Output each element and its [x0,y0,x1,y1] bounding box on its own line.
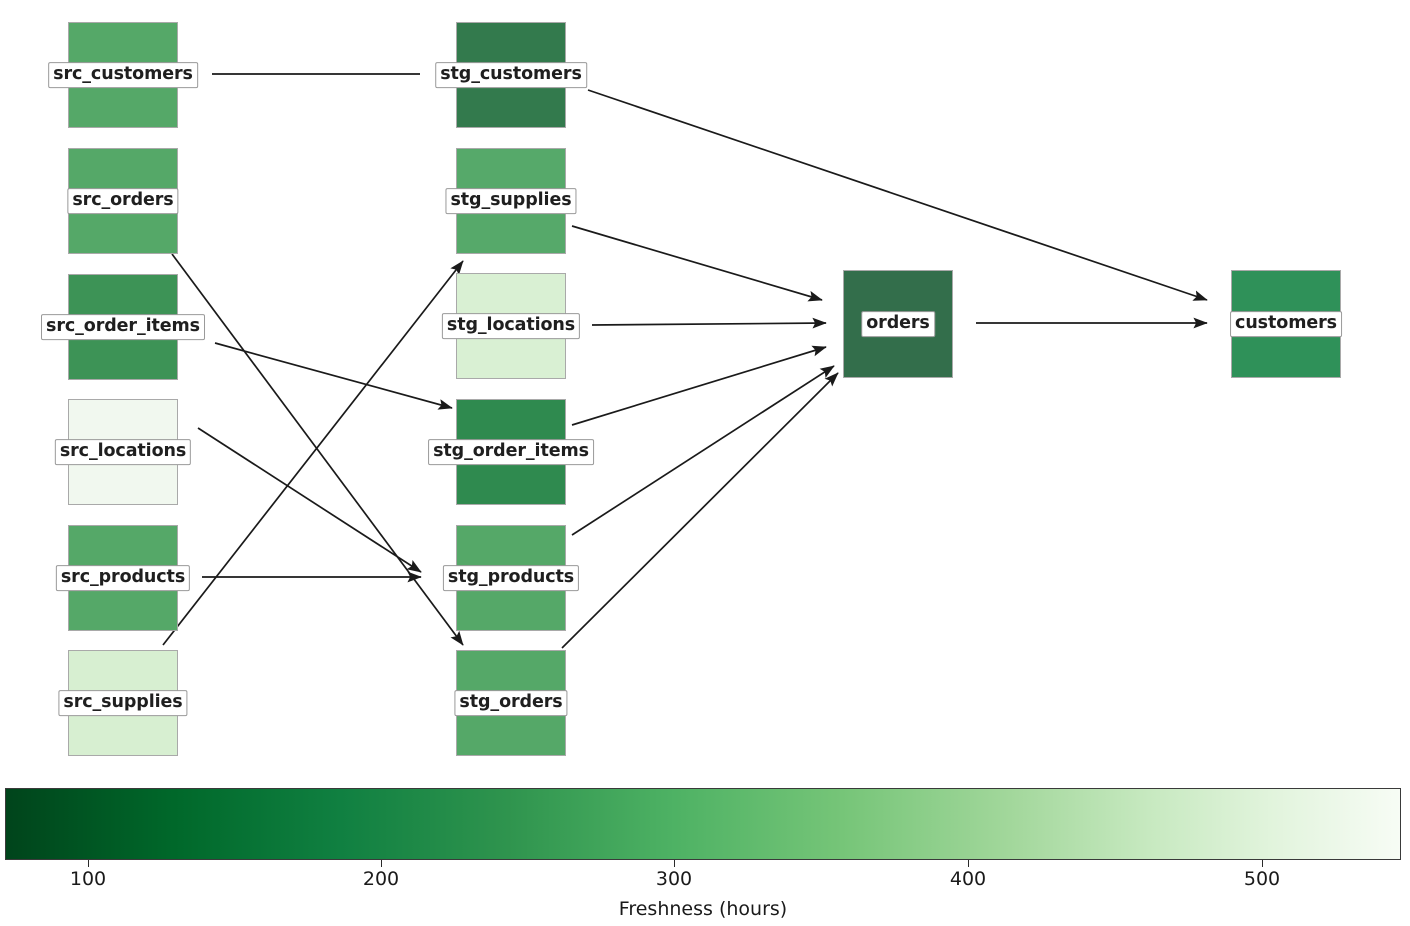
node-label-src_products: src_products [55,565,191,591]
edge-src_locations-stg_products [197,427,422,573]
colorbar-ticklabel-200: 200 [362,868,400,890]
colorbar-tick-100 [88,860,89,867]
node-label-src_customers: src_customers [48,62,198,88]
edge-stg_products-orders [571,365,835,536]
node-label-stg_supplies: stg_supplies [445,188,577,214]
edge-stg_supplies-orders [571,225,823,302]
edge-stg_locations-orders [591,317,827,329]
colorbar-ticklabel-300: 300 [655,868,693,890]
node-label-customers: customers [1230,311,1342,337]
edge-stg_orders-orders [561,372,839,649]
colorbar-tick-500 [1262,860,1263,867]
colorbar [5,788,1401,860]
node-label-src_supplies: src_supplies [58,690,188,716]
edge-src_supplies-stg_locations [162,260,464,646]
node-label-src_locations: src_locations [54,439,192,465]
edge-src_order_items-stg_order_items [214,342,453,410]
edge-stg_order_items-orders [571,345,827,426]
node-label-src_order_items: src_order_items [41,314,205,340]
colorbar-tick-300 [674,860,675,867]
colorbar-tick-400 [968,860,969,867]
colorbar-ticklabel-500: 500 [1243,868,1281,890]
edge-stg_customers-customers [587,89,1208,301]
colorbar-gradient [5,788,1401,860]
colorbar-ticklabel-100: 100 [69,868,107,890]
node-label-stg_customers: stg_customers [435,62,587,88]
node-label-stg_products: stg_products [442,565,580,591]
node-label-stg_order_items: stg_order_items [428,439,594,465]
colorbar-ticklabel-400: 400 [949,868,987,890]
node-label-stg_locations: stg_locations [441,313,581,339]
node-label-src_orders: src_orders [67,188,179,214]
node-label-stg_orders: stg_orders [454,690,568,716]
colorbar-title: Freshness (hours) [618,898,788,920]
colorbar-tick-200 [381,860,382,867]
edge-src_orders-stg_orders [171,253,464,646]
node-label-orders: orders [861,311,935,337]
